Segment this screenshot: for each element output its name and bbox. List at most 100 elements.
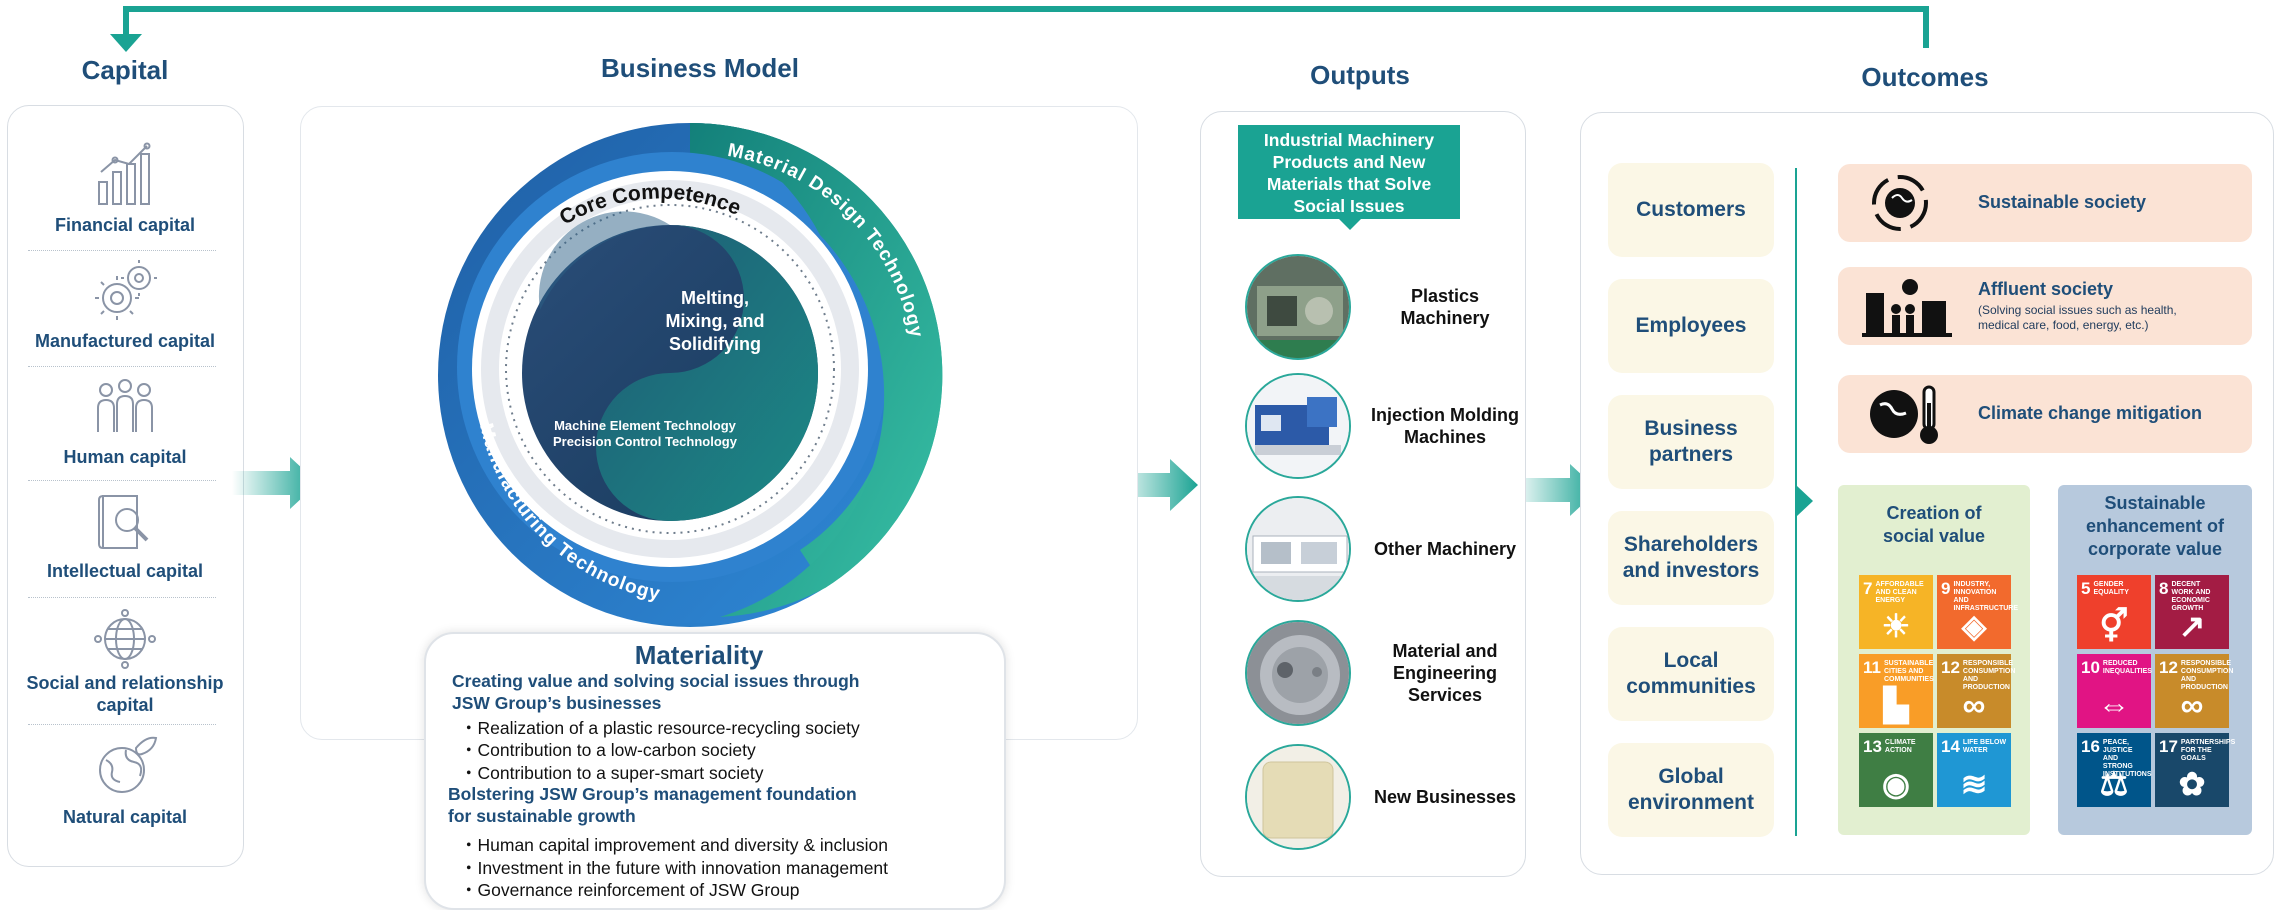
- sdg-number: 5: [2081, 579, 2091, 598]
- outcome-title: Affluent society: [1978, 279, 2114, 299]
- sdg-icon: ∞: [2180, 687, 2204, 723]
- materiality-group1-title: Creating value and solving social issues…: [452, 671, 860, 691]
- sdg-number: 13: [1863, 737, 1882, 756]
- capital-label: Social and relationship capital: [26, 673, 224, 715]
- sdg-number: 11: [1863, 658, 1881, 677]
- sdg-icon: ✿: [2178, 766, 2206, 802]
- capital-label: Human capital: [63, 447, 187, 467]
- output-label: Material and Engineering Services: [1392, 641, 1498, 705]
- sdg-number: 8: [2159, 579, 2169, 598]
- capital-label: Intellectual capital: [46, 561, 204, 581]
- sdg-icon: ∞: [1962, 687, 1986, 723]
- globe-network-icon: [94, 609, 156, 669]
- divider: [28, 724, 216, 725]
- output-label: New Businesses: [1373, 787, 1517, 807]
- stakeholder-global-environment: Global environment: [1608, 743, 1774, 837]
- output-label: Plastics Machinery: [1400, 286, 1490, 328]
- flow-arrow-model-to-outputs: [1112, 459, 1198, 511]
- capital-title: Capital: [81, 55, 169, 85]
- sdg-icon: ⚥: [2099, 608, 2129, 644]
- divider: [28, 480, 216, 481]
- bar-chart-icon: [98, 142, 151, 205]
- sdg-icon: ▙: [1883, 687, 1909, 723]
- globe-thermometer-icon: [1870, 385, 1938, 444]
- sdg-icon: ≋: [1960, 766, 1988, 802]
- social-value-title: Creation of social value: [1882, 503, 1986, 546]
- stakeholder-local-communities: Local communities: [1608, 627, 1774, 721]
- outcome-title: Sustainable society: [1978, 192, 2147, 212]
- output-label: Other Machinery: [1373, 539, 1517, 559]
- capital-item-human: Human capital: [20, 378, 230, 468]
- sdg-number: 10: [2081, 658, 2100, 677]
- materiality-group1-title: JSW Group’s businesses: [452, 693, 662, 713]
- sdg-title: PEACE, JUSTICE AND STRONG INSTITUTIONS: [2102, 739, 2152, 778]
- divider: [28, 597, 216, 598]
- materiality-item: ・Governance reinforcement of JSW Group: [460, 880, 800, 900]
- earth-leaf-icon: [99, 736, 158, 793]
- yang-label-2: Precision Control Technology: [553, 434, 737, 449]
- outcomes-title: Outcomes: [1861, 62, 1989, 92]
- outcome-note: (Solving social issues such as health, m…: [1978, 303, 2177, 332]
- sdg-icon: ⇔: [2098, 687, 2130, 723]
- output-item-other: Other Machinery: [1245, 496, 1525, 608]
- corporate-value-title: Sustainable enhancement of corporate val…: [2085, 493, 2225, 559]
- sdg-number: 14: [1941, 737, 1960, 756]
- capital-label: Financial capital: [54, 215, 196, 235]
- sdg-title: LIFE BELOW WATER: [1962, 739, 2007, 754]
- outcome-sustainable-society: Sustainable society: [1838, 164, 2252, 242]
- material-engineering-photo: [1245, 620, 1351, 726]
- stakeholder-business-partners: Business partners: [1608, 395, 1774, 489]
- stakeholder-employees: Employees: [1608, 279, 1774, 373]
- sdg-number: 9: [1941, 579, 1951, 598]
- materiality-title: Materiality: [634, 640, 764, 670]
- sdg-icon: ⚖: [2099, 766, 2129, 802]
- outputs-callout: [1238, 125, 1460, 219]
- yang-label-1: Machine Element Technology: [554, 418, 736, 433]
- city-family-icon: [1862, 279, 1952, 337]
- stakeholder-shareholders: Shareholders and investors: [1608, 511, 1774, 605]
- flow-arrow-outputs-to-outcomes: [1512, 464, 1598, 516]
- business-model-title: Business Model: [601, 53, 799, 83]
- gears-icon: [95, 260, 157, 320]
- materiality-group2-title: Bolstering JSW Group’s management founda…: [448, 784, 857, 804]
- divider: [28, 366, 216, 367]
- outputs-callout-text: Industrial Machinery Products and New Ma…: [1263, 130, 1435, 216]
- sdg-title: INDUSTRY, INNOVATION AND INFRASTRUCTURE: [1953, 581, 2019, 612]
- flow-arrow-capital-to-model: [232, 457, 318, 509]
- sdg-number: 17: [2159, 737, 2178, 756]
- materiality-item: ・Contribution to a low-carbon society: [460, 740, 756, 760]
- sdg-number: 7: [1863, 579, 1873, 598]
- plastics-machinery-photo: [1245, 254, 1351, 360]
- sdg-icon: ◈: [1961, 608, 1987, 644]
- injection-molding-photo: [1245, 373, 1351, 479]
- core-competence-diagram: Material Design Technology Manufacturing…: [438, 122, 943, 627]
- capital-item-social: Social and relationship capital: [20, 608, 230, 716]
- sdg-title: PARTNERSHIPS FOR THE GOALS: [2180, 739, 2236, 762]
- capital-panel: [7, 105, 244, 867]
- materiality-group2-title: for sustainable growth: [448, 806, 636, 826]
- sdg-title: CLIMATE ACTION: [1884, 739, 1916, 754]
- capital-label: Manufactured capital: [34, 331, 216, 351]
- outcome-climate: Climate change mitigation: [1838, 375, 2252, 453]
- sdg-title: AFFORDABLE AND CLEAN ENERGY: [1875, 581, 1924, 604]
- output-label: Injection Molding Machines: [1371, 405, 1519, 447]
- sdg-title: DECENT WORK AND ECONOMIC GROWTH: [2171, 581, 2211, 612]
- divider: [28, 250, 216, 251]
- recycle-globe-icon: [1872, 175, 1928, 231]
- people-icon: [97, 379, 153, 432]
- capital-label: Natural capital: [62, 807, 188, 827]
- outcome-title: Climate change mitigation: [1978, 403, 2203, 423]
- output-item-new-businesses: New Businesses: [1245, 744, 1525, 856]
- new-businesses-photo: [1245, 744, 1351, 850]
- sdg-number: 16: [2081, 737, 2100, 756]
- feedback-loop-arrow: [110, 6, 1929, 52]
